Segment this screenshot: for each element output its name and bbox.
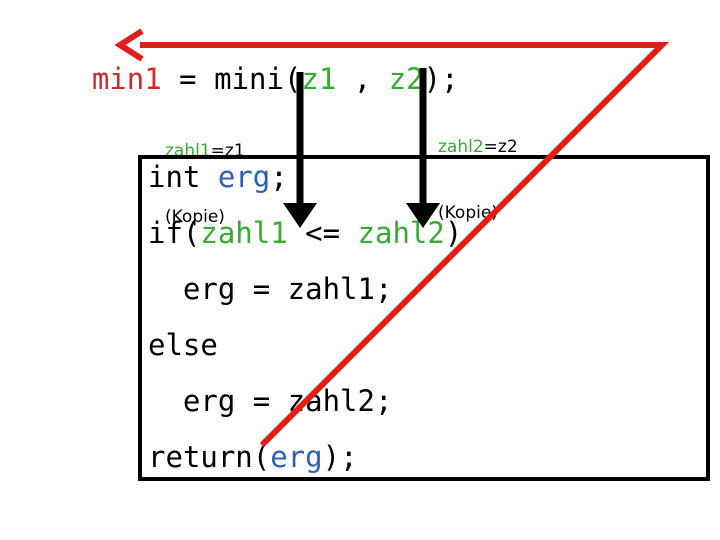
- call-assign: = mini(: [161, 62, 302, 96]
- if-end: ): [444, 216, 463, 250]
- param-zahl2: zahl2: [357, 216, 445, 250]
- param-name-zahl2: zahl2: [438, 137, 484, 157]
- variable-erg: erg: [217, 160, 271, 194]
- argument-separator: ,: [336, 62, 389, 96]
- code-line-int-erg: int erg;: [148, 160, 288, 194]
- line1-semicolon: ;: [270, 160, 288, 194]
- if-start: if(: [148, 216, 201, 250]
- call-end: );: [423, 62, 459, 96]
- return-end: );: [322, 440, 358, 474]
- code-line-if: if(zahl1 <= zahl2): [148, 216, 462, 250]
- param-assign-2: =z2: [483, 137, 518, 157]
- code-line-return: return(erg);: [148, 440, 358, 474]
- argument-z1: z1: [301, 62, 337, 96]
- compare-operator: <=: [287, 216, 358, 250]
- code-line-else: else: [148, 328, 218, 362]
- return-start: return(: [148, 440, 271, 474]
- param-zahl1: zahl1: [200, 216, 288, 250]
- code-line-erg-zahl2: erg = zahl2;: [148, 384, 393, 418]
- function-body-box: [138, 155, 710, 481]
- code-line-erg-zahl1: erg = zahl1;: [148, 272, 393, 306]
- argument-z2: z2: [388, 62, 424, 96]
- return-variable-erg: erg: [270, 440, 323, 474]
- result-variable: min1: [91, 62, 162, 96]
- keyword-int: int: [148, 160, 218, 194]
